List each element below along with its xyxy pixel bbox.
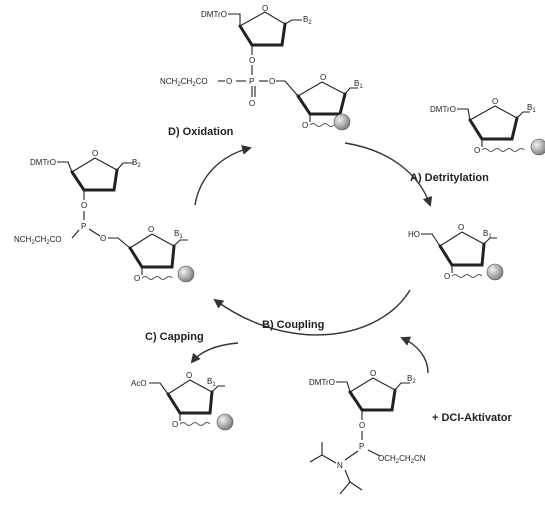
solid-support-bead	[486, 263, 504, 281]
cyanoethyl-label: NCH2CH2CO	[160, 77, 208, 88]
base-b2-label: B2	[132, 158, 141, 169]
ho-label: HO	[408, 230, 420, 239]
oxygen-label: O	[474, 146, 480, 155]
step-label-coupling: B) Coupling	[262, 319, 324, 331]
oxygen-label: O	[134, 274, 140, 283]
oxygen-label: O	[81, 201, 87, 210]
capped-nucleoside: AcO O B1 O	[131, 371, 234, 431]
oxygen-label: O	[172, 420, 178, 429]
phosphorus-label: P	[249, 77, 254, 86]
base-b1-label: B1	[174, 229, 183, 240]
arrow-amidite-entry	[400, 336, 429, 374]
base-b1-label: B1	[527, 103, 536, 114]
step-label-oxidation: D) Oxidation	[168, 126, 234, 138]
ring-oxygen-label: O	[262, 4, 268, 13]
ring-oxygen-label: O	[370, 369, 376, 378]
oxidized-dimer: DMTrO O B2 O P O O NCH2CH2CO O O B1 O	[160, 4, 363, 131]
base-b1-label: B1	[483, 229, 492, 240]
cyanoethyl-label: NCH2CH2CO	[14, 235, 62, 246]
oxygen-label: O	[359, 421, 365, 430]
arrow-capping	[190, 342, 239, 364]
phosphorus-label: P	[359, 442, 364, 451]
phosphite-dimer: DMTrO O B2 O P NCH2CH2CO O O B1 O	[14, 149, 195, 283]
ring-oxygen-label: O	[458, 223, 464, 232]
dmtro-label: DMTrO	[201, 10, 227, 19]
solid-support-bead	[333, 113, 351, 131]
reagent-label: + DCI-Aktivator	[432, 412, 512, 424]
detritylated-nucleoside: HO O B1 O	[408, 223, 504, 281]
oxygen-label: O	[249, 56, 255, 65]
phosphoramidite: DMTrO O B2 O P OCH2CH2CN N	[309, 369, 426, 495]
aco-label: AcO	[131, 379, 147, 388]
ring-oxygen-label: O	[186, 371, 192, 380]
phosphorus-label: P	[81, 222, 86, 231]
ring-oxygen-label: O	[320, 73, 326, 82]
step-label-capping: C) Capping	[145, 331, 204, 343]
dmtro-label: DMTrO	[430, 105, 456, 114]
ring-oxygen-label: O	[92, 149, 98, 158]
dmtro-label: DMTrO	[30, 158, 56, 167]
arrow-oxidation	[194, 145, 252, 206]
nitrogen-label: N	[337, 461, 343, 470]
solid-support-bead	[216, 413, 234, 431]
oxygen-label: O	[444, 272, 450, 281]
oxygen-label: O	[100, 234, 106, 243]
solid-support-bead	[177, 265, 195, 283]
base-b1-label: B1	[207, 377, 216, 388]
oxygen-label: O	[226, 77, 232, 86]
oxygen-label: O	[269, 77, 275, 86]
solid-support-bead	[530, 138, 545, 156]
arrow-detritylation	[344, 142, 433, 207]
cycle-arrows	[190, 142, 433, 374]
base-b2-label: B2	[303, 15, 312, 26]
ring-oxygen-label: O	[492, 97, 498, 106]
base-b2-label: B2	[407, 374, 416, 385]
protected-nucleoside: DMTrO O B1 O	[430, 97, 545, 156]
dmtro-label: DMTrO	[309, 378, 335, 387]
ring-oxygen-label: O	[148, 225, 154, 234]
oxygen-label: O	[302, 121, 308, 130]
step-label-detritylation: A) Detritylation	[410, 172, 489, 184]
arrow-coupling	[213, 289, 411, 336]
oxygen-label: O	[249, 99, 255, 108]
base-b1-label: B1	[354, 79, 363, 90]
cyanoethyl-label: OCH2CH2CN	[378, 454, 426, 465]
